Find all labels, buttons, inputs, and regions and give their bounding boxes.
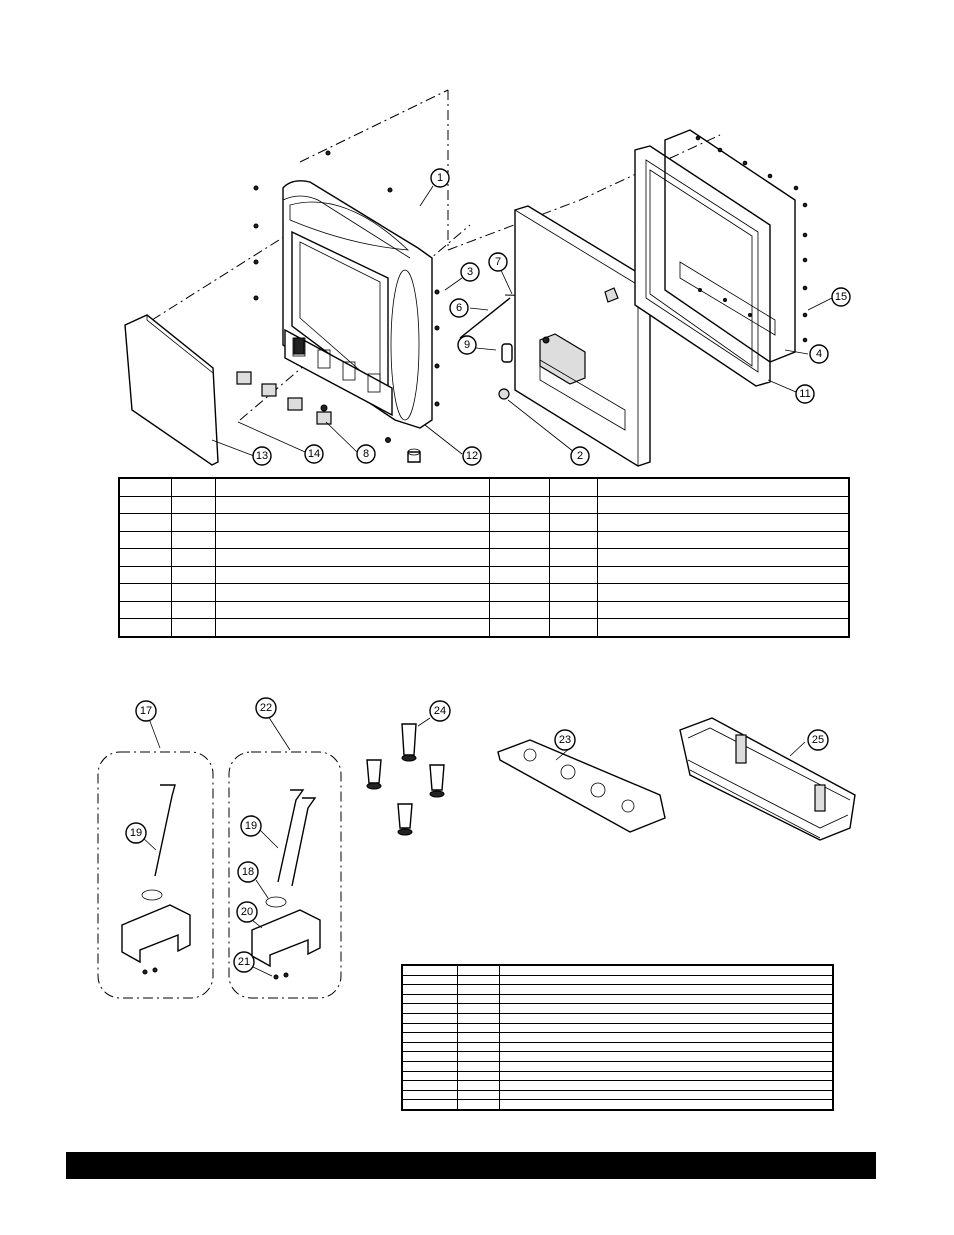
table-row [401, 1070, 834, 1082]
table-row [401, 1012, 834, 1024]
table-row [401, 1089, 834, 1101]
callout-19-kit22: 19 [240, 815, 262, 837]
switches [236, 371, 421, 463]
parts-table-top [118, 477, 850, 638]
table-row [118, 548, 850, 567]
callout-4: 4 [809, 344, 829, 364]
table-row [401, 1022, 834, 1034]
top-assembly: 1 3 7 6 9 2 12 8 14 13 15 4 11 [124, 89, 851, 467]
footer-bar [66, 1152, 876, 1179]
callout-24: 24 [429, 700, 451, 722]
callout-14: 14 [304, 444, 324, 464]
table-row [118, 600, 850, 619]
table-row [401, 984, 834, 995]
callout-3: 3 [460, 262, 480, 282]
front-cabinet [253, 150, 440, 429]
callout-15: 15 [831, 287, 851, 307]
svg-text:19: 19 [245, 820, 257, 832]
svg-text:22: 22 [260, 702, 272, 714]
drip-grate [497, 739, 666, 833]
callout-9: 9 [457, 335, 477, 355]
svg-text:12: 12 [466, 450, 478, 462]
callout-7: 7 [488, 252, 508, 272]
table-row [401, 993, 834, 1005]
svg-text:19: 19 [130, 827, 142, 839]
callout-25: 25 [807, 729, 829, 751]
bottom-assemblies: 17 22 24 23 25 19 19 18 20 21 [97, 697, 856, 999]
svg-text:14: 14 [308, 448, 320, 460]
svg-text:2: 2 [577, 450, 583, 462]
table-row [401, 1099, 834, 1111]
svg-text:25: 25 [812, 734, 824, 746]
callout-13: 13 [252, 446, 272, 466]
svg-text:21: 21 [238, 956, 250, 968]
svg-text:13: 13 [256, 450, 268, 462]
kit-22 [228, 715, 342, 999]
callout-11: 11 [795, 384, 815, 404]
callout-23: 23 [554, 729, 576, 751]
table-row [401, 974, 834, 986]
callout-6: 6 [449, 298, 469, 318]
callout-22: 22 [255, 697, 277, 719]
table-row [118, 565, 850, 584]
svg-text:1: 1 [437, 172, 443, 184]
table-row [401, 1080, 834, 1091]
callout-21: 21 [233, 951, 255, 973]
kit-17 [97, 715, 214, 999]
table-row [401, 1051, 834, 1062]
svg-text:23: 23 [559, 734, 571, 746]
rear-frame [634, 145, 771, 387]
table-row [401, 1060, 834, 1072]
table-row [118, 618, 850, 637]
svg-text:15: 15 [835, 291, 847, 303]
table-row [118, 495, 850, 514]
table-row [118, 583, 850, 602]
svg-text:17: 17 [140, 705, 152, 717]
table-row [401, 1003, 834, 1014]
left-door [124, 314, 219, 466]
svg-text:4: 4 [816, 348, 822, 360]
svg-text:9: 9 [464, 339, 470, 351]
callout-2: 2 [570, 446, 590, 466]
callout-17: 17 [135, 700, 157, 722]
svg-text:24: 24 [434, 705, 446, 717]
svg-text:6: 6 [456, 302, 462, 314]
svg-text:7: 7 [495, 256, 501, 268]
callout-8: 8 [356, 444, 376, 464]
callout-19-kit17: 19 [125, 822, 147, 844]
callout-1: 1 [430, 168, 450, 188]
table-row [401, 964, 834, 976]
parts-table-bottom [401, 964, 834, 1111]
table-row [401, 1032, 834, 1043]
callout-18: 18 [237, 861, 259, 883]
callout-20: 20 [236, 901, 258, 923]
svg-text:20: 20 [241, 906, 253, 918]
back-plate [664, 129, 808, 363]
middle-panel [459, 205, 651, 467]
legs [366, 717, 445, 836]
table-row [118, 513, 850, 532]
drip-tray [679, 717, 856, 841]
table-row [401, 1041, 834, 1053]
svg-text:3: 3 [467, 266, 473, 278]
table-row [118, 530, 850, 549]
table-row [118, 477, 850, 497]
svg-text:18: 18 [242, 866, 254, 878]
callout-12: 12 [462, 446, 482, 466]
svg-text:11: 11 [799, 388, 810, 400]
svg-text:8: 8 [363, 448, 369, 460]
